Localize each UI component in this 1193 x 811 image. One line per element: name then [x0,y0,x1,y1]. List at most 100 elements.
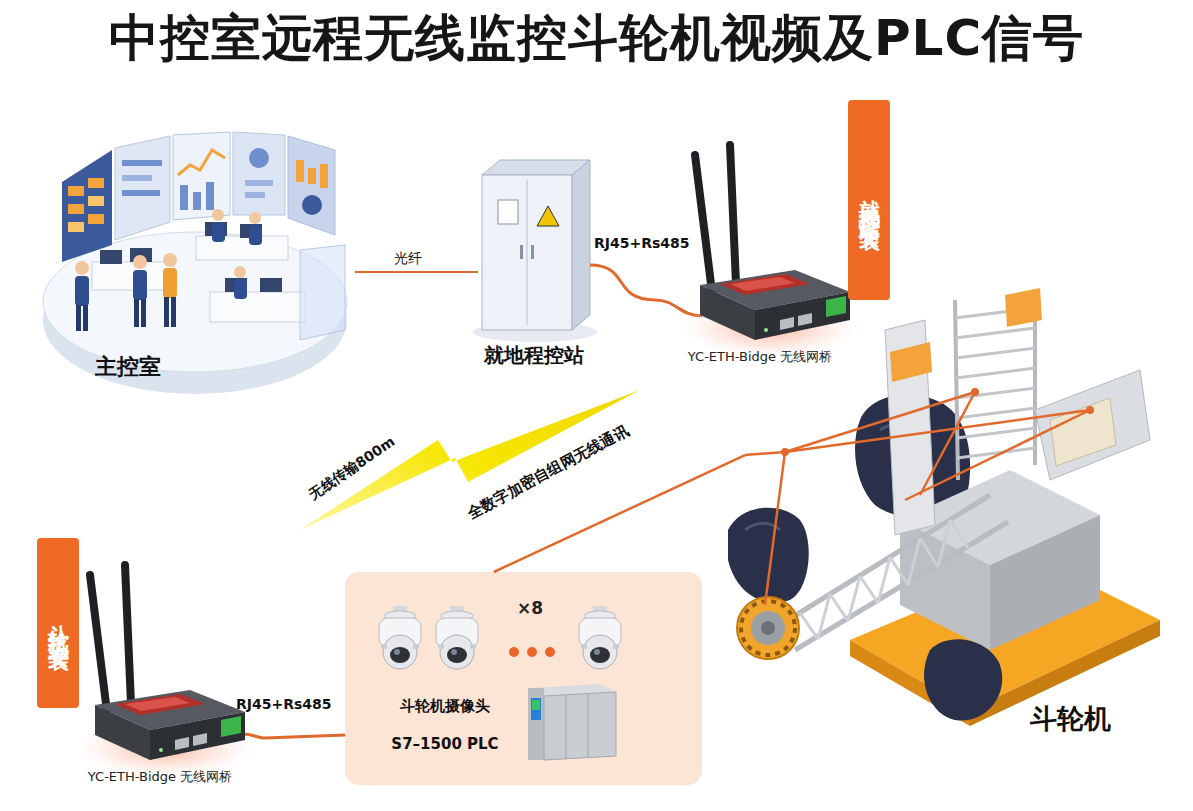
control-room-illustration [260,278,282,292]
control-room-illustration [171,297,176,327]
control-room-illustration [75,276,89,306]
bucket-wheel-machine-illustration [780,495,990,625]
control-room-illustration [249,212,261,224]
cable-connector [355,271,478,273]
control-room-illustration [68,222,84,232]
control-cabinet-illustration [498,200,518,224]
control-room-illustration [122,190,160,196]
control-room-illustration [43,232,347,372]
control-room-illustration [320,164,328,188]
control-room-illustration [302,195,322,215]
wireless-bridge: YC-ETH-Bidge 无线网桥 [55,570,265,792]
dome-camera [436,606,478,669]
control-cabinet-illustration [572,160,590,330]
bucket-wheel-machine-illustration [795,522,1008,650]
connector-label: 光纤 [394,250,422,267]
bucket-wheel-machine-illustration [800,520,968,639]
bucket-wheel-machine-illustration [737,597,799,659]
diagram-title: 中控室远程无线监控斗轮机视频及PLC信号 [0,8,1193,68]
control-room-illustration [115,136,170,240]
bucket-wheel-machine-illustration [800,613,818,639]
control-room-illustration [234,279,247,299]
dome-camera [379,606,421,669]
install-tag-text: 就地程控站安装 [856,183,881,218]
cable-connector [590,265,655,300]
wireless-note: 无线传输800m [306,433,398,503]
control-room-illustration [83,305,88,331]
control-room-illustration [88,214,104,224]
bucket-wheel-machine-illustration [745,452,785,455]
bucket-wheel-machine-illustration [908,538,920,585]
wireless-link-bolt [300,390,640,530]
bucket-wheel-machine-illustration [890,557,908,585]
bucket-wheel-machine-illustration [957,408,1035,418]
control-station: 就地程控站 [478,150,590,378]
plc-device [532,700,540,710]
control-room-illustration [308,168,316,184]
plc-device [544,692,616,760]
bucket-wheel-machine-illustration [818,594,830,639]
bucket-wheel-machine-illustration [860,576,878,603]
bucket-wheel-machine-illustration [765,452,785,605]
control-room-illustration [245,180,273,186]
control-room-illustration [178,150,225,175]
bucket-wheel-machine-text: 斗轮机 [1030,703,1150,735]
control-room: 主控室 [40,115,355,405]
bucket-wheel-machine-illustration [990,515,1100,650]
control-cabinet-illustration [473,160,597,342]
connector-label: RJ45+Rs485 [236,696,332,713]
control-cabinet-illustration [482,175,572,330]
install-tag-text: 斗轮机上安装 [45,608,70,638]
device-group-box-text: ×8 [505,598,555,618]
plc-device [588,694,589,758]
device-group-box: ×8斗轮机摄像头S7–1500 PLC [345,572,702,785]
ellipsis-dots [509,647,519,657]
bucket-wheel-machine-illustration [885,320,935,535]
bucket-wheel-machine-illustration [955,308,1035,458]
wireless-bridge-device [682,145,858,358]
bucket-wheel-machine-illustration [830,594,848,621]
control-room-illustration [163,268,177,298]
bucket-wheel-machine-illustration [971,388,979,396]
ellipsis-dots [545,647,555,657]
control-room-illustration [122,175,152,181]
control-room-illustration [234,266,246,278]
control-room-illustration [141,299,146,327]
bucket-wheel-machine-illustration [745,392,1090,605]
control-room-illustration [163,253,177,267]
install-tag: 斗轮机上安装 [37,538,79,708]
control-room-illustration [300,245,345,340]
control-room-illustration [133,270,147,300]
bucket-wheel-machine-illustration [938,520,950,567]
bucket-wheel-machine-illustration [924,639,1002,720]
bucket-wheel-machine-illustration [920,538,938,567]
wireless-bridge-device [77,565,253,778]
bucket-wheel-machine-illustration [848,576,860,621]
plc-device [566,696,567,759]
control-room-illustration [100,250,122,264]
plc-device [531,698,541,720]
control-room-illustration [62,150,112,262]
bucket-wheel-machine-illustration [1050,398,1116,466]
control-cabinet-illustration [537,206,559,226]
control-room-illustration [173,132,230,220]
control-room-illustration [233,132,285,215]
bucket-wheel-machine-illustration [905,410,1090,500]
control-room-illustration [196,236,288,260]
control-room-illustration [210,292,305,322]
control-cabinet-illustration [531,245,534,259]
bucket-wheel-machine-illustration [955,300,958,480]
dome-camera [579,606,621,669]
plc-device [528,684,616,760]
control-room-illustration [245,192,265,198]
device-group-box-text: 斗轮机摄像头 [370,697,520,715]
bucket-wheel-machine-illustration [761,621,775,635]
control-room-illustration [180,185,188,210]
bucket-wheel-machine-illustration [957,428,1035,438]
control-room-illustration [75,261,89,275]
control-room-text: 主控室 [95,354,195,380]
control-room-illustration [249,225,262,245]
control-room-illustration [212,222,225,242]
